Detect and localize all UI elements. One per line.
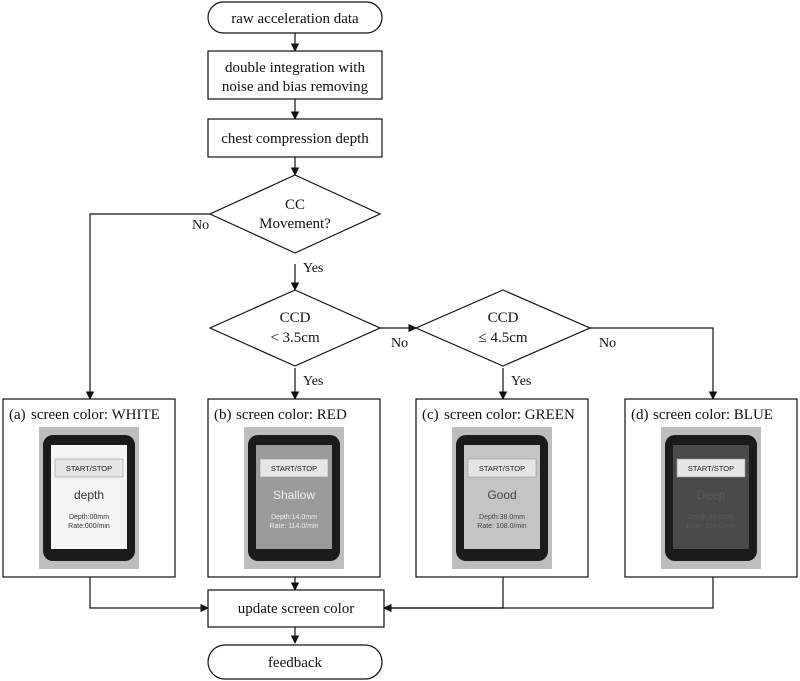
screen-panel: (c) screen color: GREEN START/STOP GoodDept… bbox=[415, 398, 589, 578]
feedback-node-label: feedback bbox=[268, 655, 323, 671]
integration-label-line1: double integration with bbox=[225, 60, 365, 76]
panel-tag: (b) bbox=[214, 407, 232, 423]
start-stop-button[interactable] bbox=[259, 458, 329, 478]
screen-panel: (d)screen color: BLUE START/STOP DeepDepth… bbox=[624, 398, 798, 578]
panel-caption: screen color: BLUE bbox=[653, 407, 773, 423]
edge-label-ccd2-no: No bbox=[599, 336, 616, 351]
panel-caption: screen color: GREEN bbox=[444, 407, 575, 423]
panel-caption: screen color: WHITE bbox=[31, 407, 160, 423]
integration-label-line2: noise and bias removing bbox=[222, 79, 369, 95]
start-stop-button[interactable] bbox=[467, 458, 537, 478]
start-node-label: raw acceleration data bbox=[231, 11, 359, 27]
panel-tag: (d) bbox=[631, 407, 649, 423]
start-stop-label: START/STOP bbox=[479, 464, 525, 473]
decision-cc-line1: CC bbox=[285, 197, 305, 213]
watch-rate-text: Rate: 114.0/min bbox=[270, 523, 319, 530]
watch-rate-text: Rate: 104.0/min bbox=[686, 523, 736, 530]
feedback-node: feedback bbox=[207, 644, 383, 680]
depth-node-label: chest compression depth bbox=[221, 131, 369, 147]
screen-color-panels: (a) screen color: WHITE START/STOP depthDep… bbox=[2, 398, 798, 578]
start-stop-button[interactable] bbox=[54, 458, 124, 478]
edge-panel-d-to-update bbox=[384, 577, 714, 609]
decision-cc-line2: Movement? bbox=[259, 216, 331, 232]
edge-label-ccd1-no: No bbox=[391, 336, 408, 351]
watch-depth-text: Depth:48.0mm bbox=[688, 514, 734, 521]
panel-tag: (a) bbox=[9, 407, 26, 423]
decision-ccd-3-5: CCD < 3.5cm bbox=[208, 289, 382, 367]
screen-panel: (a) screen color: WHITE START/STOP depthDep… bbox=[2, 398, 176, 578]
flow-edges bbox=[85, 33, 718, 644]
edge-ccd2-no bbox=[590, 327, 718, 400]
edge-label-cc-yes: Yes bbox=[303, 261, 323, 276]
decision-ccd2-line1: CCD bbox=[488, 310, 519, 326]
start-stop-label: START/STOP bbox=[271, 464, 317, 473]
edge-label-ccd2-yes: Yes bbox=[511, 374, 531, 389]
start-node: raw acceleration data bbox=[207, 1, 383, 34]
watch-rate-text: Rate:000/min bbox=[68, 523, 110, 530]
watch-depth-text: Depth:14.0mm bbox=[271, 514, 317, 521]
panel-tag: (c) bbox=[422, 407, 439, 423]
edge-panel-a-to-update bbox=[89, 577, 209, 613]
watch-rate-text: Rate: 108.0/min bbox=[477, 523, 527, 530]
watch-status-text: Good bbox=[487, 488, 516, 502]
panel-caption: screen color: RED bbox=[236, 407, 347, 423]
watch-status-text: Shallow bbox=[273, 488, 315, 502]
watch-depth-text: Depth:38.0mm bbox=[479, 514, 525, 521]
start-stop-label: START/STOP bbox=[66, 464, 112, 473]
screen-panel: (b)screen color: RED START/STOP ShallowDep… bbox=[207, 398, 381, 578]
decision-ccd2-line2: ≤ 4.5cm bbox=[478, 330, 527, 346]
edge-panel-c-to-update bbox=[383, 577, 504, 613]
watch-depth-text: Depth:00mm bbox=[69, 514, 109, 521]
decision-ccd-4-5: CCD ≤ 4.5cm bbox=[414, 289, 592, 367]
edge-cc-no bbox=[85, 213, 210, 400]
depth-node: chest compression depth bbox=[207, 118, 383, 158]
start-stop-label: START/STOP bbox=[688, 464, 734, 473]
start-stop-button[interactable] bbox=[676, 458, 746, 478]
update-node: update screen color bbox=[207, 589, 385, 628]
decision-ccd1-line2: < 3.5cm bbox=[270, 330, 320, 346]
edge-label-ccd1-yes: Yes bbox=[303, 374, 323, 389]
decision-ccd1-line1: CCD bbox=[280, 310, 311, 326]
watch-status-text: Deep bbox=[697, 488, 726, 502]
edge-label-cc-no: No bbox=[192, 218, 209, 233]
watch-status-text: depth bbox=[74, 488, 104, 502]
integration-node: double integration with noise and bias r… bbox=[207, 50, 383, 100]
decision-cc-movement: CC Movement? bbox=[208, 174, 382, 254]
update-node-label: update screen color bbox=[238, 601, 355, 617]
